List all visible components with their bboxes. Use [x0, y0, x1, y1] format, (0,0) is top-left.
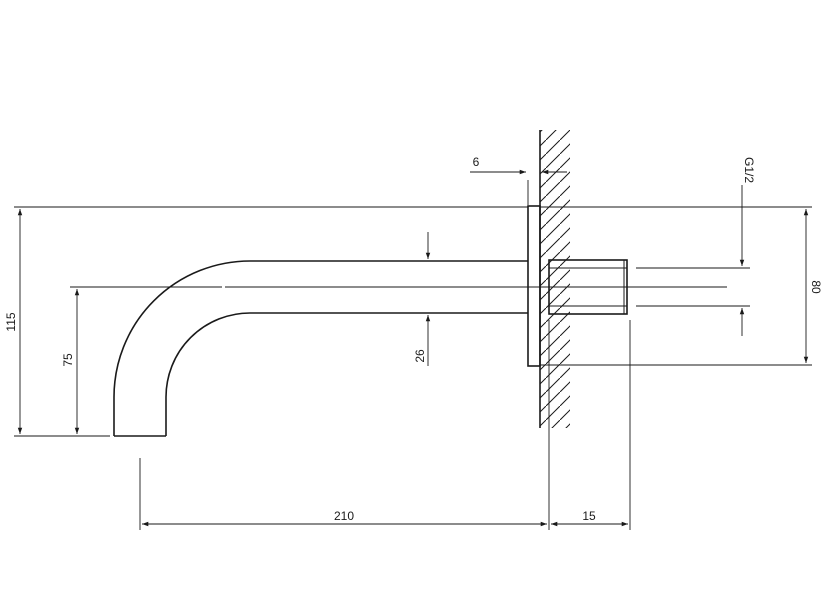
- label-6: 6: [473, 155, 480, 169]
- dimension-80: 80: [803, 209, 823, 363]
- dimension-75: 75: [61, 289, 80, 434]
- dimension-115: 115: [4, 209, 23, 434]
- label-g12: G1/2: [742, 157, 756, 183]
- label-15: 15: [582, 509, 596, 523]
- dimension-26: 26: [413, 232, 431, 366]
- label-210: 210: [334, 509, 354, 523]
- wall-hatch: [540, 130, 570, 428]
- label-75: 75: [61, 353, 75, 367]
- label-80: 80: [809, 280, 823, 294]
- label-26: 26: [413, 349, 427, 363]
- dimension-thread-size: G1/2: [739, 157, 756, 336]
- label-115: 115: [4, 312, 18, 331]
- dimension-210: 210: [142, 509, 547, 527]
- wall-section: [539, 130, 570, 428]
- dimension-15: 15: [551, 509, 628, 527]
- dimension-6: 6: [470, 155, 567, 175]
- extension-lines: [14, 180, 812, 530]
- wall-flange: [527, 205, 541, 367]
- spout-pipe: [113, 260, 727, 437]
